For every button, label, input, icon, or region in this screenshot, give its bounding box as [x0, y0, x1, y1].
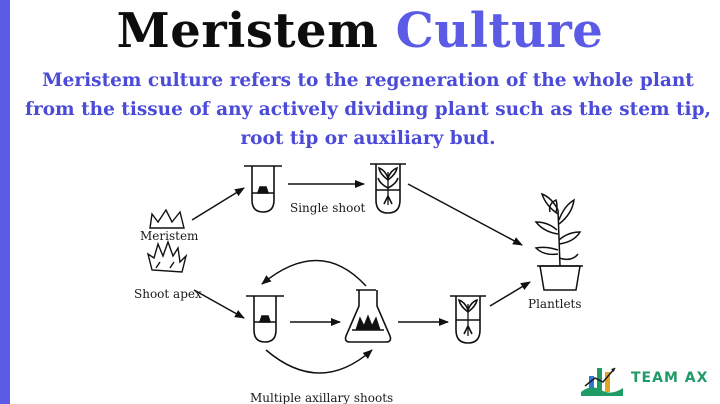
brand-name: TEAM AX — [631, 370, 709, 386]
arrow-to-single-tube — [191, 187, 245, 221]
label-single-shoot: Single shoot — [290, 201, 366, 215]
meristem-icon — [149, 208, 185, 229]
description-text: Meristem culture refers to the regenerat… — [25, 70, 711, 149]
label-meristem: Meristem — [140, 229, 199, 243]
flask-multiple-shoots-icon — [344, 289, 392, 343]
test-tube-explant-icon — [244, 165, 282, 213]
label-plantlets: Plantlets — [528, 297, 582, 311]
left-accent-bar — [0, 0, 10, 404]
team-ax-logo-icon — [581, 367, 623, 396]
arrow-single-to-plantlets — [407, 183, 523, 246]
arrow-to-multi-tube — [193, 289, 245, 319]
rooting-tube-icon — [450, 295, 486, 344]
test-tube-multi-explant-icon — [246, 295, 284, 343]
plantlets-icon — [534, 192, 583, 291]
title-word-culture: Culture — [395, 3, 604, 59]
arrow-rooting-to-plantlets — [489, 281, 531, 307]
brand-badge: TEAM AX — [575, 358, 720, 402]
label-shoot-apex: Shoot apex — [134, 287, 202, 301]
label-multiple-axillary-shoots: Multiple axillary shoots — [250, 391, 393, 404]
cycle-arrow-bottom — [265, 349, 373, 374]
cycle-arrow-top — [261, 259, 367, 287]
single-shoot-tube-icon — [370, 163, 406, 214]
page-title: Meristem Culture — [0, 0, 720, 62]
title-word-meristem: Meristem — [116, 3, 379, 59]
shoot-apex-icon — [146, 239, 188, 273]
